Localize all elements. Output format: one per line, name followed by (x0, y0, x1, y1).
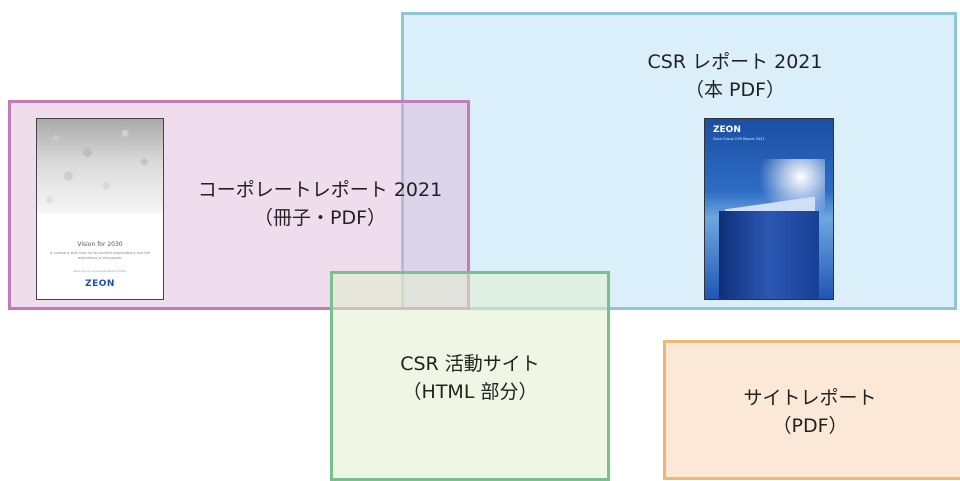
csr-report-box (401, 12, 957, 310)
corporate-report-label: コーポレートレポート 2021 （冊子・PDF） (185, 176, 455, 232)
site-report-format: （PDF） (772, 415, 848, 437)
site-report-title: サイトレポート (743, 387, 877, 409)
csr-activity-site-title: CSR 活動サイト (400, 353, 540, 375)
corporate-report-title: コーポレートレポート 2021 (197, 179, 443, 201)
csr-report-label: CSR レポート 2021 （本 PDF） (610, 48, 860, 104)
crystal-photo (37, 119, 163, 214)
corporate-report-format: （冊子・PDF） (253, 207, 387, 229)
building-photo (719, 211, 819, 299)
cover-subtext: A company that lives up to societal expe… (50, 251, 150, 260)
csr-report-title: CSR レポート 2021 (647, 51, 823, 73)
csr-activity-site-format: （HTML 部分） (402, 381, 538, 403)
zeon-logo: ZEON (85, 279, 115, 289)
site-report-label: サイトレポート （PDF） (700, 384, 920, 440)
zeon-logo: ZEON (713, 125, 741, 135)
cover-heading: Vision for 2030 (77, 241, 123, 248)
csr-activity-site-label: CSR 活動サイト （HTML 部分） (360, 350, 580, 406)
csr-report-format: （本 PDF） (684, 79, 786, 101)
cover-small-text: Zeon Group Corporate Report 2021 (73, 269, 127, 273)
csr-report-cover-image: ZEON Zeon Group CSR Report 2021 (704, 118, 834, 300)
corporate-report-cover-image: Vision for 2030 A company that lives up … (36, 118, 164, 300)
cover-title: Zeon Group CSR Report 2021 (713, 137, 765, 141)
